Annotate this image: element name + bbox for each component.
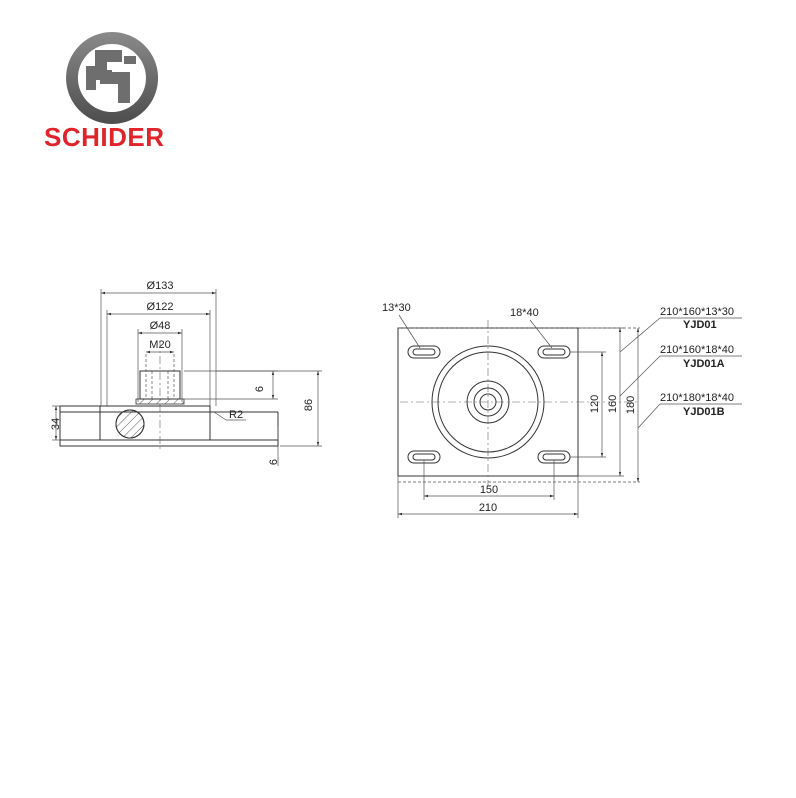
dim-hole-spacing-height: 120 bbox=[589, 395, 601, 413]
stud-washer-circle bbox=[473, 387, 503, 417]
logo-emblem-icon bbox=[66, 32, 159, 124]
callout-leader bbox=[637, 403, 661, 429]
model-spec: 210*180*18*40 bbox=[660, 392, 734, 404]
mounting-slot bbox=[407, 345, 441, 359]
dim-stud-base-diameter: Ø48 bbox=[150, 320, 171, 332]
brand-logo: SCHIDER bbox=[44, 32, 165, 152]
model-callout-yjd01b: 210*180*18*40 YJD01B bbox=[637, 392, 742, 429]
base-plate bbox=[59, 439, 279, 447]
model-spec: 210*160*18*40 bbox=[660, 344, 734, 356]
model-callout-yjd01: 210*160*13*30 YJD01 bbox=[619, 306, 742, 353]
dim-hole-spacing-width: 150 bbox=[480, 484, 498, 496]
dim-body-height: 34 bbox=[50, 418, 62, 430]
body-outer-circle bbox=[431, 345, 545, 459]
model-callout-yjd01a: 210*160*18*40 YJD01A bbox=[619, 344, 742, 397]
mounting-slot bbox=[537, 345, 571, 359]
dim-total-height: 86 bbox=[303, 399, 315, 411]
model-code: YJD01B bbox=[683, 406, 725, 418]
radius-leader bbox=[213, 411, 227, 421]
dim-total-height-top: 180 bbox=[625, 396, 637, 414]
dim-total-width: 210 bbox=[479, 502, 497, 514]
dim-top-plate-thickness: 6 bbox=[254, 386, 266, 392]
side-view: Ø133 Ø122 Ø48 M20 bbox=[50, 280, 322, 466]
dim-mid-height: 160 bbox=[607, 395, 619, 413]
callout-leader bbox=[619, 317, 661, 353]
dim-bottom-plate-thickness: 6 bbox=[268, 459, 280, 465]
dim-slot-small: 13*30 bbox=[382, 302, 411, 314]
model-code: YJD01A bbox=[683, 358, 725, 370]
brand-name: SCHIDER bbox=[44, 122, 165, 152]
callout-leader bbox=[619, 355, 661, 397]
stud-thread-circle bbox=[479, 393, 497, 411]
model-spec: 210*160*13*30 bbox=[660, 306, 734, 318]
slot-leader bbox=[529, 319, 553, 349]
body-inner-circle bbox=[437, 351, 539, 453]
dim-inner-diameter: Ø122 bbox=[147, 301, 174, 313]
top-view: 13*30 18*40 150 210 120 160 180 210*160* bbox=[382, 302, 742, 518]
slot-leader bbox=[398, 314, 421, 349]
dim-outer-diameter: Ø133 bbox=[147, 280, 174, 292]
dim-radius: R2 bbox=[229, 409, 243, 421]
model-code: YJD01 bbox=[683, 319, 717, 331]
stud-base-circle bbox=[466, 380, 510, 424]
dim-slot-large: 18*40 bbox=[510, 307, 539, 319]
